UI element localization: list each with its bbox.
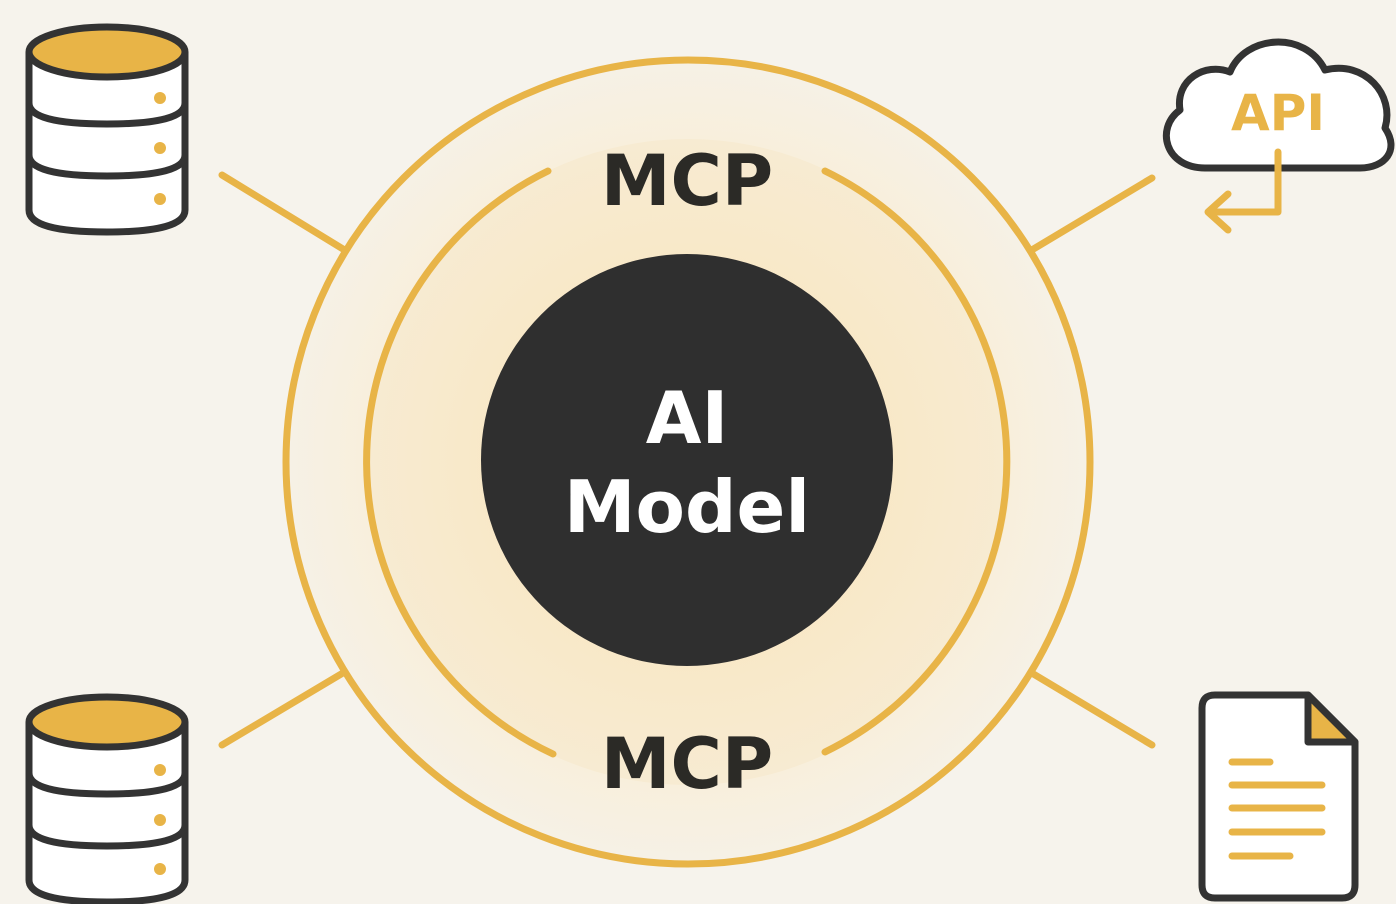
- cloud-api-icon: API: [1162, 38, 1395, 234]
- database-icon: [25, 693, 189, 904]
- mcp-ring-arc-left: [363, 167, 557, 758]
- api-label: API: [1231, 84, 1325, 142]
- ai-model-core: [481, 254, 893, 666]
- mcp-ring-stroke: [363, 167, 1011, 758]
- mcp-label-top: MCP: [601, 140, 773, 222]
- core-label-line1: AI: [646, 376, 729, 460]
- mcp-label-bottom: MCP: [601, 723, 773, 805]
- return-arrow-icon: [1204, 148, 1282, 234]
- database-icon: [25, 23, 189, 236]
- mcp-ring-arc-right: [821, 167, 1011, 756]
- core-label-line2: Model: [564, 465, 810, 549]
- document-icon: [1198, 691, 1359, 902]
